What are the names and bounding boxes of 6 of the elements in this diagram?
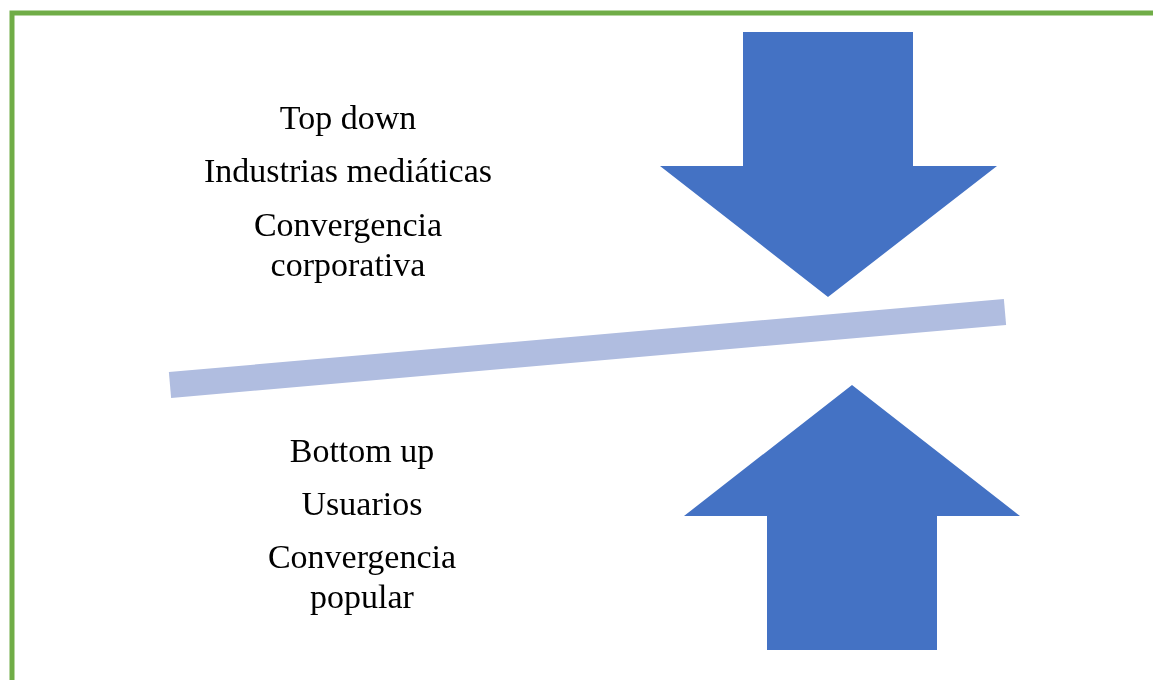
label-text: Convergencia corporativa bbox=[252, 205, 444, 285]
heading-text: Top down bbox=[278, 98, 418, 138]
label-text: Industrias mediáticas bbox=[203, 151, 493, 191]
label-text: Convergencia popular bbox=[266, 537, 458, 617]
label-text: Usuarios bbox=[300, 484, 424, 524]
heading-text: Bottom up bbox=[288, 431, 436, 471]
